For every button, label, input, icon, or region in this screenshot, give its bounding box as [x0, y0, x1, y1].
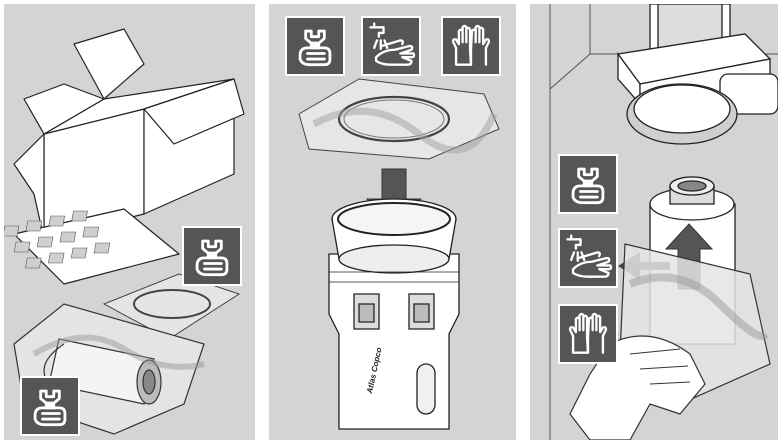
wash-hands-icon	[558, 228, 618, 288]
wash-hands-icon	[361, 16, 421, 76]
step-panel-insert-element: Atlas Copco	[269, 4, 516, 440]
replace-illustration	[530, 4, 778, 440]
maintenance-icon	[182, 226, 242, 286]
maintenance-icon	[558, 154, 618, 214]
step-panel-unpack	[4, 4, 255, 440]
maintenance-icon	[20, 376, 80, 436]
gloves-icon	[558, 304, 618, 364]
maintenance-icon	[285, 16, 345, 76]
gloves-icon	[441, 16, 501, 76]
step-panel-replace-cartridge	[530, 4, 778, 440]
unpack-illustration	[4, 4, 255, 440]
